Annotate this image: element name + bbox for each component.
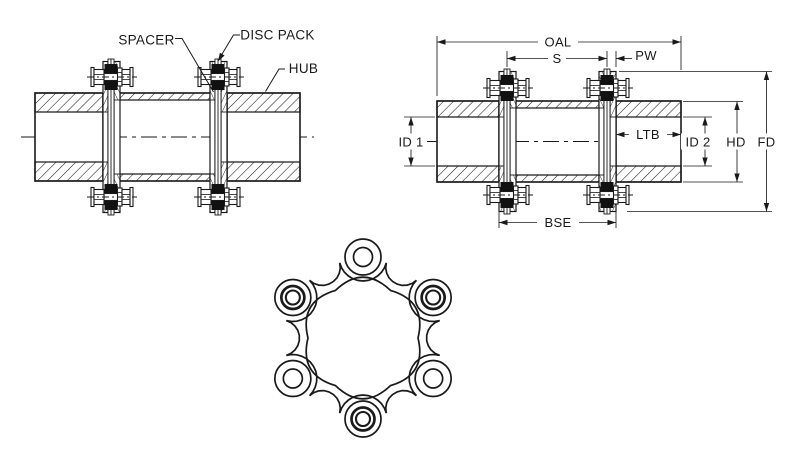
bse-dimension-label: BSE — [545, 215, 572, 230]
fd-dimension-label: FD — [758, 135, 776, 150]
id1-gap — [395, 133, 427, 150]
pw-dimension-label: PW — [635, 48, 657, 63]
s-dimension-label: S — [553, 51, 562, 66]
ltb-dimension-label: LTB — [636, 127, 660, 142]
hd-dimension-label: HD — [726, 135, 745, 150]
id1-dimension-label: ID 1 — [398, 135, 423, 150]
labeled-section-view — [21, 58, 314, 216]
dimensioned-section-view — [423, 68, 695, 215]
dimension-labels: OAL S PW ID 1 LTB ID 2 HD FD BSE — [395, 34, 781, 230]
s-gap — [548, 50, 566, 66]
label-leader-lines — [175, 34, 285, 93]
disc-pack-front-view — [274, 238, 452, 438]
fd-gap — [752, 133, 781, 150]
part-labels: SPACER DISC PACK HUB — [118, 28, 318, 77]
id2-dimension-label: ID 2 — [685, 135, 710, 150]
oal-gap — [538, 34, 578, 50]
spacer-label: SPACER — [118, 33, 174, 48]
disc-pack-label: DISC PACK — [240, 28, 314, 43]
hub-label: HUB — [289, 61, 318, 76]
hd-gap — [722, 133, 750, 150]
ltb-gap — [629, 126, 667, 142]
oal-dimension-label: OAL — [545, 35, 572, 50]
bse-gap — [537, 214, 579, 230]
id2-gap — [681, 133, 715, 150]
